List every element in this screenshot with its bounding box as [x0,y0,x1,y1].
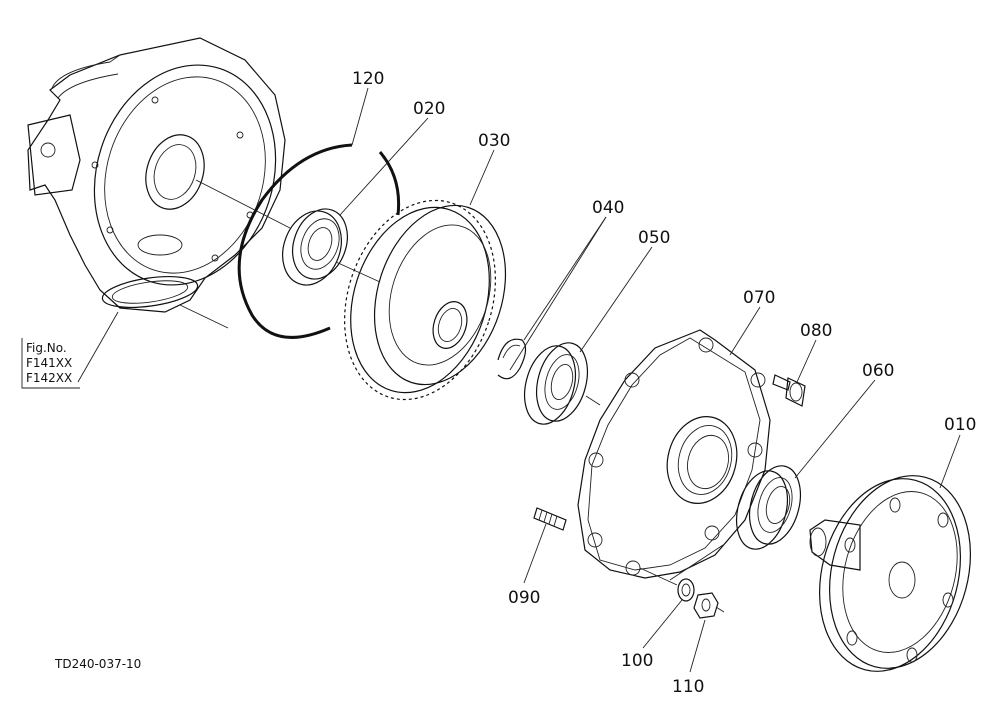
label-050: 050 [638,228,670,248]
fig-no-label: Fig.No. [26,341,67,355]
fig-code-1: F141XX [26,356,72,370]
bearing-020 [195,179,348,286]
bearing-050 [524,342,601,425]
washer-100 [639,544,724,602]
label-100: 100 [621,651,653,671]
label-080: 080 [800,321,832,341]
drawing-id: TD240-037-10 [54,657,141,671]
bearing-carrier-070 [577,329,771,579]
label-060: 060 [862,361,894,381]
label-040: 040 [592,198,624,218]
axle-flange-010 [809,475,972,672]
label-010: 010 [944,415,976,435]
o-ring-120 [237,143,401,339]
label-070: 070 [743,288,775,308]
label-030: 030 [478,131,510,151]
label-090: 090 [508,588,540,608]
bolt-080 [772,374,806,407]
label-120: 120 [352,69,384,89]
ring-gear-030 [335,199,507,401]
oil-seal-060 [736,465,801,550]
nut-110 [693,592,725,619]
figure-reference: Fig.No. F141XX F142XX [21,338,80,389]
leader-lines [77,87,961,673]
stud-090 [533,507,567,531]
gear-case-housing [27,37,286,329]
label-020: 020 [413,99,445,119]
snap-ring-040 [497,338,527,380]
fig-code-2: F142XX [26,371,72,385]
label-110: 110 [672,677,704,697]
